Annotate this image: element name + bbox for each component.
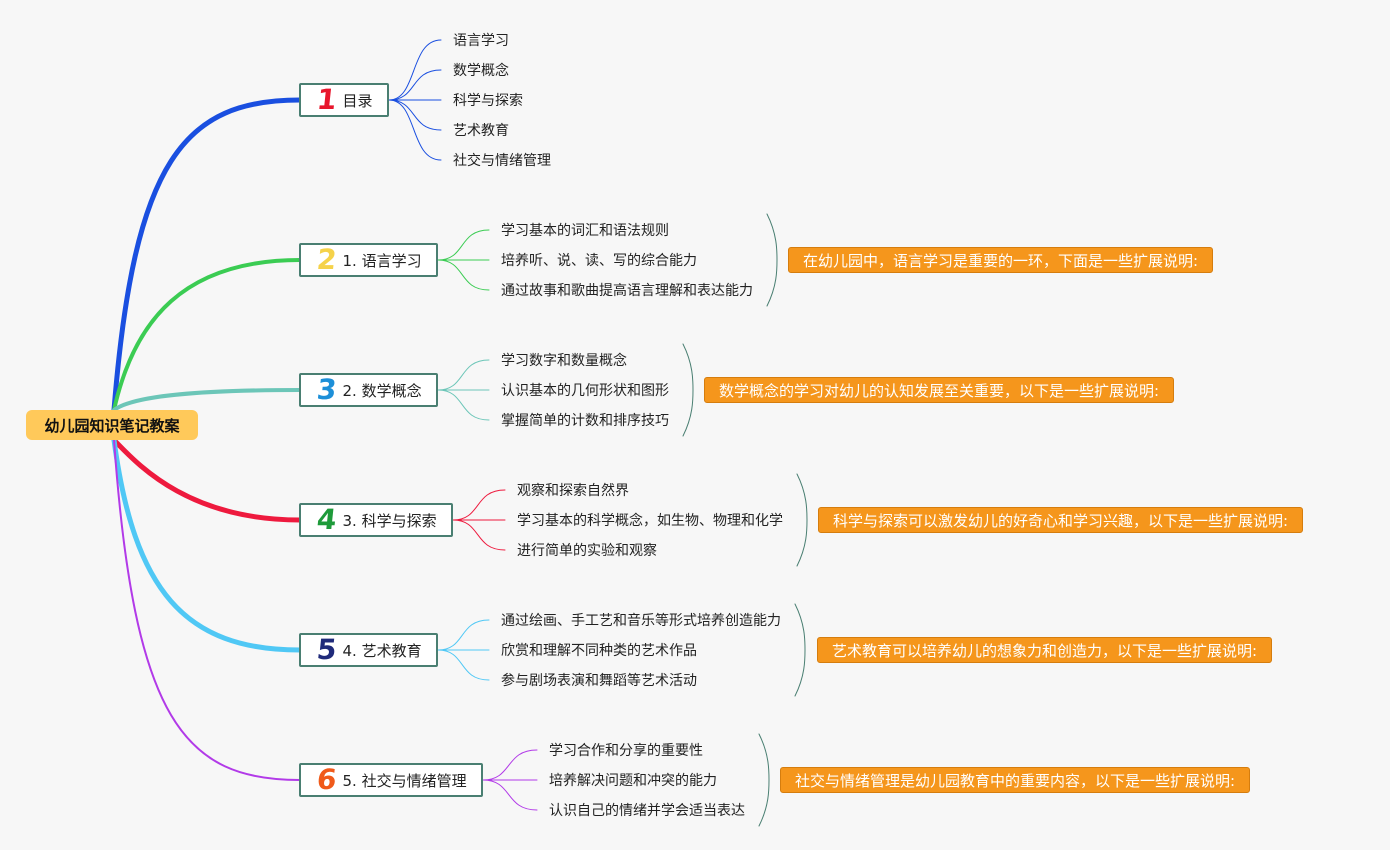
- leaf-item[interactable]: 掌握简单的计数和排序技巧: [501, 413, 669, 429]
- leaf-item[interactable]: 艺术教育: [453, 123, 509, 139]
- summary-note[interactable]: 数学概念的学习对幼儿的认知发展至关重要，以下是一些扩展说明:: [704, 377, 1175, 403]
- summary-brace: [682, 343, 694, 437]
- main-branch-line: [113, 439, 301, 781]
- topic-node-language[interactable]: 2 1. 语言学习: [299, 243, 438, 277]
- leaf-item[interactable]: 参与剧场表演和舞蹈等艺术活动: [501, 673, 697, 689]
- leaf-item[interactable]: 学习数字和数量概念: [501, 353, 627, 369]
- root-topic[interactable]: 幼儿园知识笔记教案: [26, 410, 198, 440]
- number-2-icon: 2: [315, 243, 339, 276]
- leaf-item[interactable]: 社交与情绪管理: [453, 153, 551, 169]
- summary-note[interactable]: 社交与情绪管理是幼儿园教育中的重要内容，以下是一些扩展说明:: [780, 767, 1251, 793]
- leaf-item[interactable]: 学习基本的词汇和语法规则: [501, 223, 669, 239]
- sub-branch-line: [437, 229, 490, 261]
- main-branch-line: [111, 97, 303, 413]
- summary-note[interactable]: 艺术教育可以培养幼儿的想象力和创造力，以下是一些扩展说明:: [817, 637, 1273, 663]
- leaf-item[interactable]: 学习合作和分享的重要性: [549, 743, 703, 759]
- sub-branch-line: [388, 99, 442, 131]
- sub-branch-line: [388, 69, 442, 101]
- leaf-item[interactable]: 进行简单的实验和观察: [517, 543, 657, 559]
- topic-node-science[interactable]: 4 3. 科学与探索: [299, 503, 453, 537]
- summary-brace: [766, 213, 778, 307]
- sub-branch-line: [452, 519, 506, 551]
- number-3-icon: 3: [315, 373, 339, 406]
- number-4-icon: 4: [315, 503, 339, 536]
- topic-node-math[interactable]: 3 2. 数学概念: [299, 373, 438, 407]
- leaf-item[interactable]: 观察和探索自然界: [517, 483, 629, 499]
- main-branch-line: [111, 437, 303, 653]
- number-1-icon: 1: [315, 83, 339, 116]
- topic-label: 3. 科学与探索: [342, 511, 437, 530]
- leaf-item[interactable]: 通过故事和歌曲提高语言理解和表达能力: [501, 283, 753, 299]
- sub-branch-line: [482, 779, 538, 811]
- topic-label: 4. 艺术教育: [342, 641, 422, 660]
- topic-label: 5. 社交与情绪管理: [342, 771, 467, 790]
- sub-branch-line: [452, 489, 506, 521]
- leaf-item[interactable]: 培养听、说、读、写的综合能力: [501, 253, 697, 269]
- summary-brace: [758, 733, 770, 827]
- number-6-icon: 6: [315, 763, 339, 796]
- topic-node-art[interactable]: 5 4. 艺术教育: [299, 633, 438, 667]
- leaf-item[interactable]: 学习基本的科学概念，如生物、物理和化学: [517, 513, 783, 529]
- number-5-icon: 5: [315, 633, 339, 666]
- main-branch-line: [112, 258, 302, 412]
- topic-label: 目录: [342, 91, 373, 110]
- topic-node-social[interactable]: 6 5. 社交与情绪管理: [299, 763, 483, 797]
- leaf-item[interactable]: 培养解决问题和冲突的能力: [549, 773, 717, 789]
- leaf-item[interactable]: 欣赏和理解不同种类的艺术作品: [501, 643, 697, 659]
- leaf-item[interactable]: 数学概念: [453, 63, 509, 79]
- summary-note[interactable]: 在幼儿园中，语言学习是重要的一环，下面是一些扩展说明:: [788, 247, 1214, 273]
- sub-branch-line: [437, 359, 490, 391]
- sub-branch-line: [482, 749, 538, 781]
- sub-branch-line: [388, 99, 442, 161]
- topic-label: 1. 语言学习: [342, 251, 422, 270]
- leaf-item[interactable]: 认识基本的几何形状和图形: [501, 383, 669, 399]
- summary-note[interactable]: 科学与探索可以激发幼儿的好奇心和学习兴趣，以下是一些扩展说明:: [818, 507, 1304, 533]
- sub-branch-line: [437, 259, 490, 291]
- sub-branch-line: [437, 619, 490, 651]
- main-branch-line: [111, 437, 303, 523]
- leaf-item[interactable]: 科学与探索: [453, 93, 523, 109]
- sub-branch-line: [437, 389, 490, 421]
- sub-branch-line: [437, 649, 490, 681]
- topic-node-contents[interactable]: 1 目录: [299, 83, 389, 117]
- summary-brace: [796, 473, 808, 567]
- summary-brace: [794, 603, 806, 697]
- leaf-item[interactable]: 认识自己的情绪并学会适当表达: [549, 803, 745, 819]
- leaf-item[interactable]: 语言学习: [453, 33, 509, 49]
- sub-branch-line: [388, 39, 442, 101]
- leaf-item[interactable]: 通过绘画、手工艺和音乐等形式培养创造能力: [501, 613, 781, 629]
- main-branch-line: [112, 388, 302, 412]
- topic-label: 2. 数学概念: [342, 381, 422, 400]
- root-label: 幼儿园知识笔记教案: [44, 416, 180, 435]
